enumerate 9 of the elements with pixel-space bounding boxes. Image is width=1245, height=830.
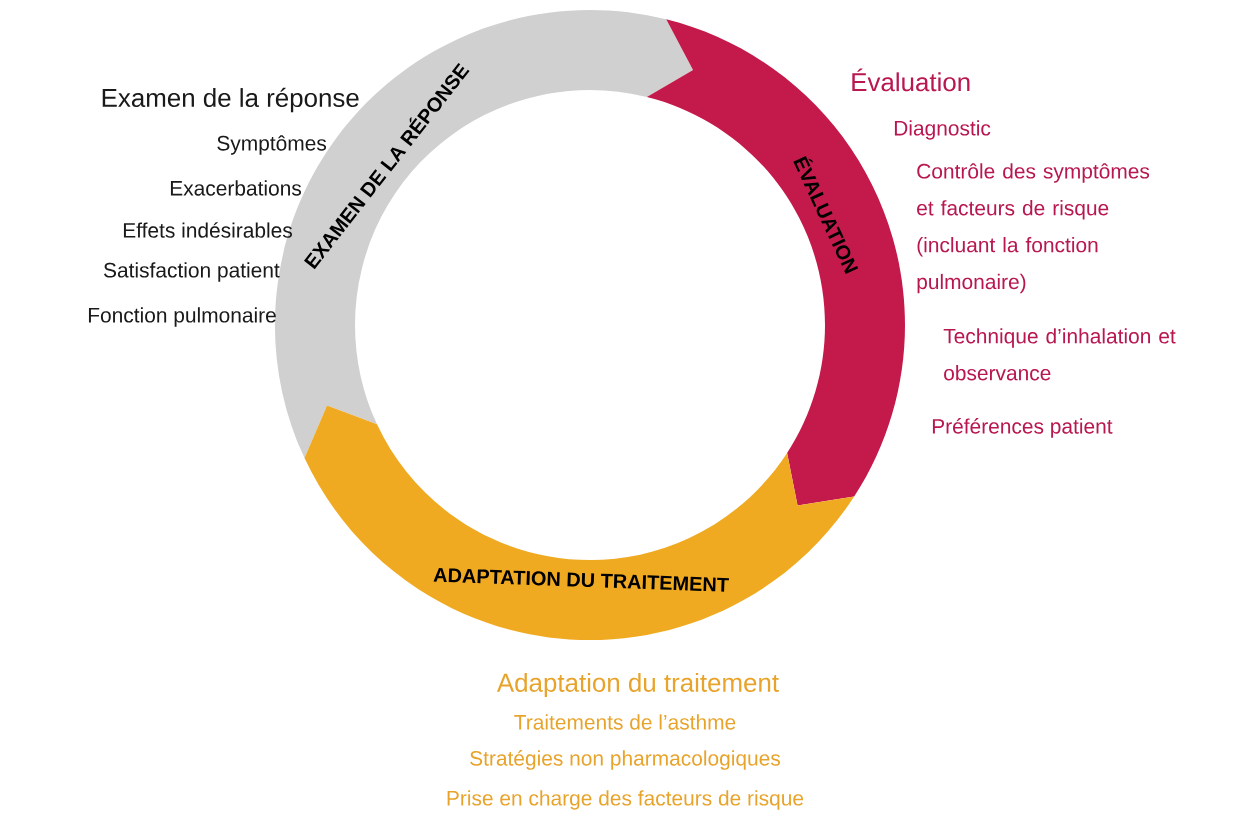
list-item: Fonction pulmonaire (88, 307, 276, 327)
list-item: Traitements de l’asthme (514, 714, 736, 730)
list-item: Prise en charge des facteurs de risque (447, 790, 804, 810)
list-item: Préférences patient (932, 418, 1113, 438)
heading: Adaptation du traitement (496, 672, 779, 698)
list-item: Contrôle des symptômes et facteurs de risque (incluant la fonction pulmonaire) (917, 163, 1150, 294)
ring-segment: ADAPTATION DU TRAITEMENT (304, 405, 855, 640)
list-item: Stratégies non pharmacologiques (470, 750, 780, 770)
list-item: Technique d’inhalation et observance (943, 328, 1176, 381)
